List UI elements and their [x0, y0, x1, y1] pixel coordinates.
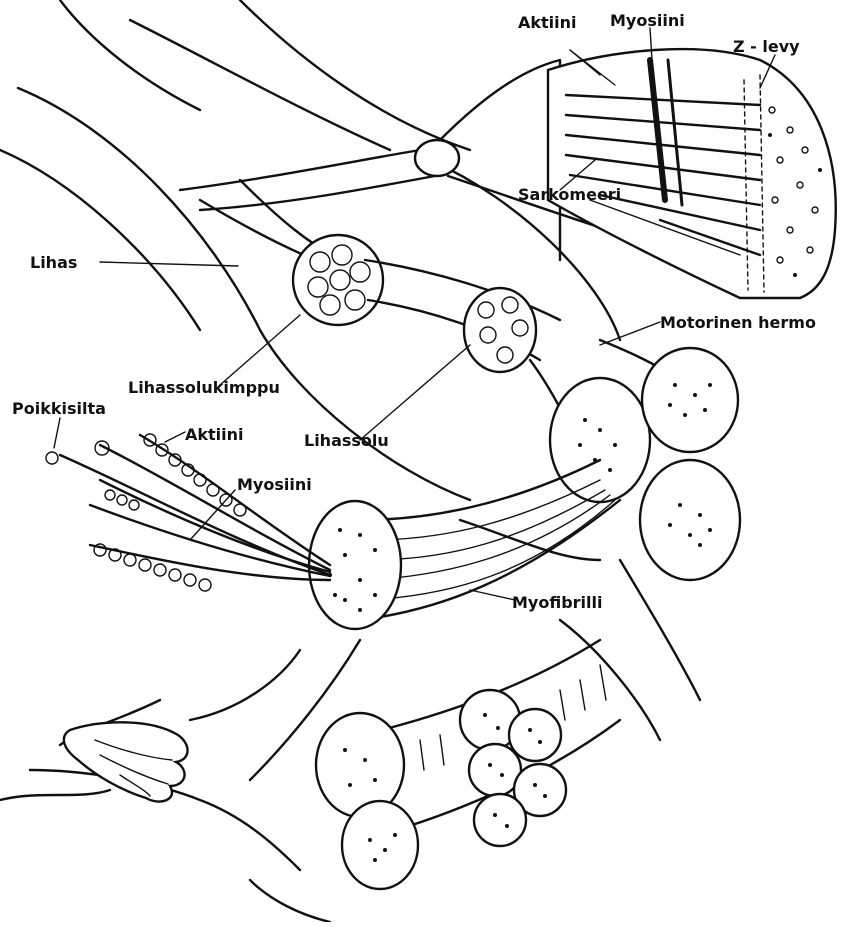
- filament-strands: [46, 434, 330, 591]
- label-myosiini-top: Myosiini: [610, 11, 685, 30]
- hand-drawing: [64, 722, 188, 801]
- sarcomere-detail: [548, 49, 836, 298]
- label-aktiini: Aktiini: [185, 425, 244, 444]
- label-myosiini: Myosiini: [237, 475, 312, 494]
- label-lihas: Lihas: [30, 253, 77, 272]
- label-sarkomeeri: Sarkomeeri: [518, 185, 621, 204]
- label-z-levy: Z - levy: [733, 37, 800, 56]
- label-motorinen-hermo: Motorinen hermo: [660, 313, 816, 332]
- muscle-cell-bundle: [464, 288, 536, 372]
- label-aktiini-top: Aktiini: [518, 13, 577, 32]
- label-lihassolu: Lihassolu: [304, 431, 389, 450]
- label-poikkisilta: Poikkisilta: [12, 399, 106, 418]
- label-lihassolukimppu: Lihassolukimppu: [128, 378, 280, 397]
- label-myofibrilli: Myofibrilli: [512, 593, 602, 612]
